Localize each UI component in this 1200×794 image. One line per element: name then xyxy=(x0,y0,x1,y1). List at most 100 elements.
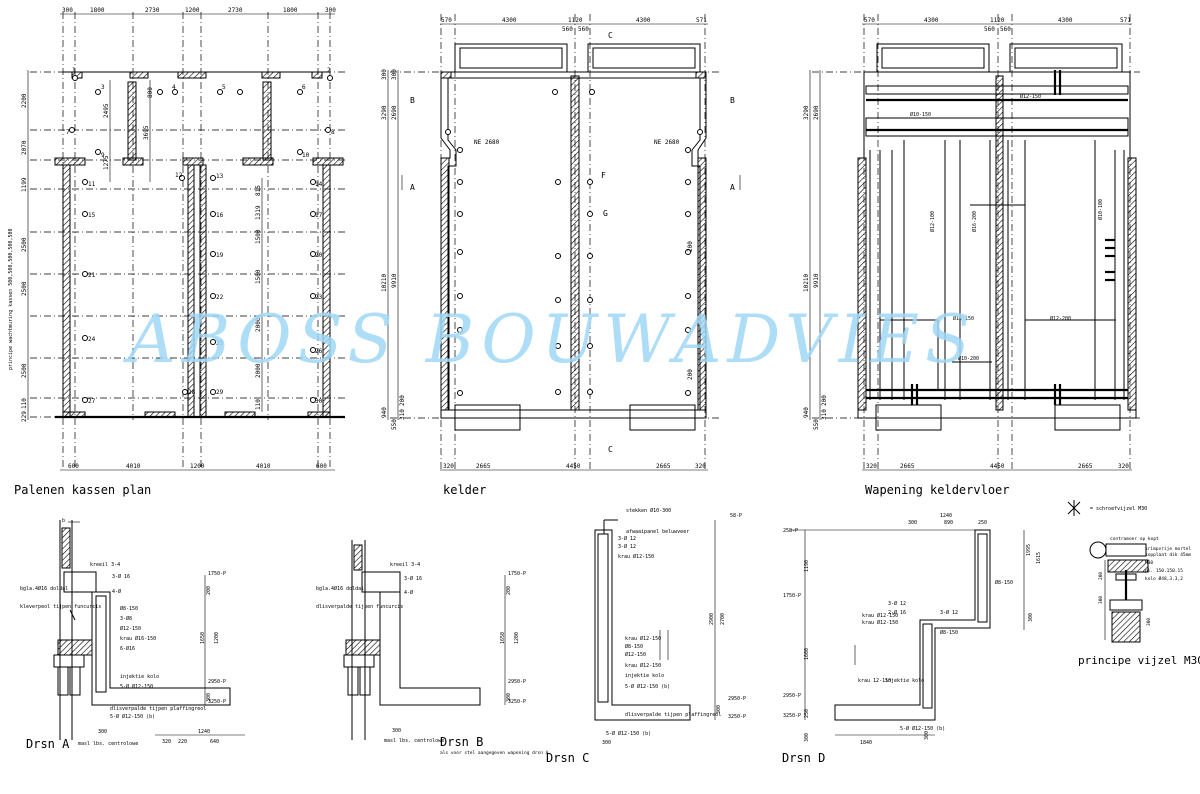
dim-label: 800 xyxy=(147,87,154,98)
section-label: bgla.4Ø16 doldal xyxy=(20,585,68,592)
note-label: 200 xyxy=(687,241,694,252)
dim-label: 1500 xyxy=(255,229,262,244)
pile-marker xyxy=(210,175,216,181)
pile-marker xyxy=(310,211,316,217)
wall-hatch xyxy=(262,81,272,161)
dim-label: 300 xyxy=(392,728,401,734)
plan-title-wapening: Wapening keldervloer xyxy=(865,483,1010,497)
note-label: 200 xyxy=(687,369,694,380)
section-label: 5-Ø Ø12-150 xyxy=(120,683,153,690)
section-marker: C xyxy=(608,445,613,454)
anchor-marker xyxy=(457,211,463,217)
section-d: 258-P 1240 300 890 250 3-Ø 12 Ø8-150 2-Ø… xyxy=(782,513,1042,765)
wall-hatch xyxy=(62,411,86,418)
pile-number: 7 xyxy=(66,129,70,136)
dim-label: 1120 xyxy=(568,17,583,24)
anchor-marker xyxy=(555,179,561,185)
dim-label: 310 xyxy=(821,409,828,420)
note-label: NE 2680 xyxy=(474,139,500,146)
dim-label: 2665 xyxy=(656,463,671,470)
kelder-outer-wall xyxy=(440,71,707,419)
section-label: 5-Ø Ø12-150 (b) xyxy=(900,725,945,732)
section-label: dlisverpalde tijpen plaffingreol xyxy=(625,712,721,718)
section-a-labels: b bgla.4Ø16 doldal kreeil 3-4 3-Ø 16 4-Ø… xyxy=(20,518,226,747)
dim-label: 571 xyxy=(696,17,707,24)
kelder-plan: A A B B C C F G NE 2680 NE 2680 200 200 … xyxy=(381,14,741,497)
palenen-top-dims: 300 1800 2730 1200 2730 1800 300 xyxy=(62,7,336,14)
watermark-text: ABOSS BOUWADVIES xyxy=(122,301,976,378)
anchor-marker xyxy=(555,343,561,349)
dim-label: 1840 xyxy=(860,740,872,746)
wall-hatch xyxy=(261,71,281,79)
rebar-labels: Ø10-150 Ø12-150 Ø12-200 Ø16-150 Ø10-200 … xyxy=(910,93,1104,362)
dim-label: 200 xyxy=(1098,572,1104,580)
anchor-marker xyxy=(552,89,558,95)
anchor-marker xyxy=(589,89,595,95)
dim-label: 1615 xyxy=(1036,552,1042,564)
section-label: krau Ø16-150 xyxy=(120,635,156,642)
pile-marker xyxy=(310,251,316,257)
dim-label: 4450 xyxy=(990,463,1005,470)
section-label: 2950-P xyxy=(783,693,801,699)
dim-label: 250 xyxy=(804,709,810,718)
section-label: 3-Ø8 xyxy=(120,615,132,622)
dim-label: 310 xyxy=(399,409,406,420)
section-label: masl lbs. centrolowe xyxy=(78,741,138,747)
section-label: kolo Ø48,3.3,2 xyxy=(1145,575,1183,582)
palenen-left-dims: 2200 2070 1199 2500 2500 2500 110 229 pr… xyxy=(8,93,28,422)
dim-label: 1200 xyxy=(514,632,520,644)
pile-marker xyxy=(95,149,101,155)
dim-label: 320 xyxy=(1118,463,1129,470)
pile-marker xyxy=(82,397,88,403)
pile-marker xyxy=(95,89,101,95)
plan-title-palenen: Palenen kassen plan xyxy=(14,483,151,497)
section-label: krau Ø12-150 xyxy=(862,612,898,619)
anchor-marker xyxy=(457,249,463,255)
anchor-marker xyxy=(555,297,561,303)
wall-hatch xyxy=(54,157,86,166)
kelder-top-box xyxy=(592,47,696,69)
kelder-top-box xyxy=(459,47,563,69)
section-label: injektie kolo xyxy=(885,678,924,684)
dim-label: 300 xyxy=(602,740,611,746)
dim-note: principe wachtmuring kassen 500,500,500,… xyxy=(8,229,14,370)
pile-number: 5 xyxy=(222,84,226,91)
pile-marker xyxy=(310,179,316,185)
dim-label: 2500 xyxy=(21,281,28,296)
section-label: 2-Ø 16 xyxy=(888,609,906,616)
kelder-left-dims: 300 300 3290 2690 10210 9910 940 550 310… xyxy=(381,69,406,430)
pile-number: 19 xyxy=(216,252,224,259)
rebar-mesh xyxy=(865,70,1129,405)
pile-number: 3 xyxy=(101,84,105,91)
anchor-marker xyxy=(457,327,463,333)
pile-number: 30 xyxy=(315,398,323,405)
pile-number: 16 xyxy=(216,212,224,219)
section-label: Ø8-150 xyxy=(625,643,643,650)
pile-marker xyxy=(82,271,88,277)
pile-number: 10 xyxy=(302,152,310,159)
pile-number: 20 xyxy=(315,252,323,259)
dim-label: 4300 xyxy=(924,17,939,24)
section-b: kreeil 3-4 bgla.4Ø16 doldal 3-Ø 16 4-Ø d… xyxy=(316,540,549,756)
section-label: 3250-P xyxy=(783,713,801,719)
section-marker: C xyxy=(608,31,613,40)
vijzel-labels: contramoer op kopt krimpvrije mortel kop… xyxy=(1098,536,1191,626)
dim-label: 320 xyxy=(443,463,454,470)
dim-label: 320 xyxy=(162,739,171,745)
section-marker: G xyxy=(603,209,608,218)
anchor-marker xyxy=(685,249,691,255)
dim-label: 9910 xyxy=(813,273,820,288)
dim-label: 300 xyxy=(391,69,398,80)
dim-label: 4010 xyxy=(256,463,271,470)
section-c: stekken Ø10-300 afwaaipanel beluwveer 3-… xyxy=(546,507,746,765)
rebar-label: Ø10-200 xyxy=(958,355,979,362)
section-label: 3-Ø 12 xyxy=(618,543,636,550)
anchor-marker xyxy=(587,389,593,395)
pile-number: 17 xyxy=(315,212,323,219)
dim-label: 2000 xyxy=(255,363,262,378)
palenen-plan: 1 2 3 4 5 6 7 8 9 10 11 12 13 14 15 16 1… xyxy=(8,7,345,497)
pile-number: 22 xyxy=(216,294,224,301)
dim-label: 200 xyxy=(821,395,828,406)
section-label: afwaaipanel beluwveer xyxy=(626,529,689,535)
dim-label: 550 xyxy=(391,419,398,430)
